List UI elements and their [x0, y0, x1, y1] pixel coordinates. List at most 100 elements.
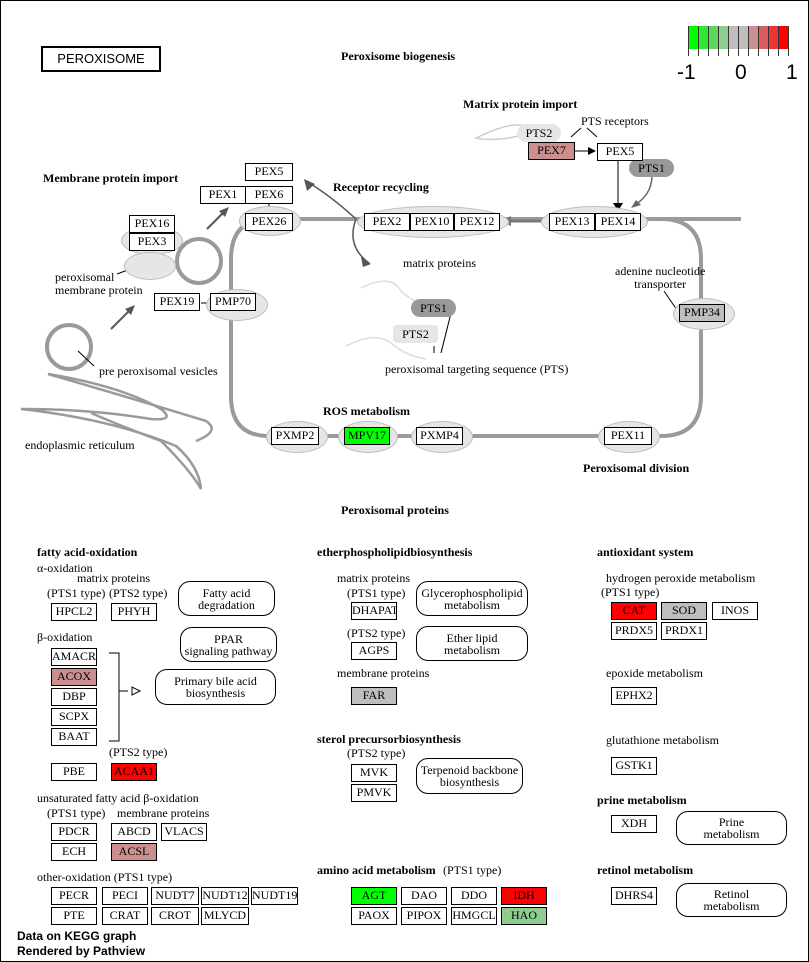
gene-pex14[interactable]: PEX14: [595, 213, 641, 231]
gene-pex6[interactable]: PEX6: [245, 186, 293, 204]
gene-pmvk[interactable]: PMVK: [351, 784, 397, 802]
legend-swatch: [718, 26, 728, 49]
gene-hmgcl[interactable]: HMGCL: [451, 907, 497, 925]
gene-pxmp2[interactable]: PXMP2: [271, 427, 319, 445]
label-pts1: (PTS1 type): [601, 585, 660, 599]
gene-hao[interactable]: HAO: [501, 907, 547, 925]
gene-pdcr[interactable]: PDCR: [51, 823, 97, 841]
pathway-map-link[interactable]: Glycerophospholipid metabolism: [416, 581, 528, 616]
gene-acaa1[interactable]: ACAA1: [111, 763, 157, 781]
pathway-map-link[interactable]: Ether lipid metabolism: [416, 626, 528, 661]
gene-paox[interactable]: PAOX: [351, 907, 397, 925]
gene-agt[interactable]: AGT: [351, 887, 397, 905]
membrane-protein-oval: [124, 252, 176, 280]
gene-inos[interactable]: INOS: [712, 602, 758, 620]
legend-swatch: [778, 26, 788, 49]
gene-pex3[interactable]: PEX3: [129, 233, 175, 251]
gene-crat[interactable]: CRAT: [102, 907, 148, 925]
pathway-map-link[interactable]: Retinol metabolism: [676, 883, 787, 917]
legend-tick: [688, 26, 689, 56]
gene-xdh[interactable]: XDH: [611, 815, 657, 833]
gene-prdx1[interactable]: PRDX1: [661, 622, 707, 640]
gene-pex12[interactable]: PEX12: [454, 213, 500, 231]
gene-vlacs[interactable]: VLACS: [161, 823, 207, 841]
gene-dao[interactable]: DAO: [401, 887, 447, 905]
pathway-map-link[interactable]: PPAR signaling pathway: [180, 627, 277, 662]
heading-ros: ROS metabolism: [323, 404, 410, 418]
gene-pecr[interactable]: PECR: [51, 887, 97, 905]
gene-ddo[interactable]: DDO: [451, 887, 497, 905]
gene-mlycd[interactable]: MLYCD: [201, 907, 249, 925]
heading-division: Peroxisomal division: [583, 461, 690, 475]
gene-pex13[interactable]: PEX13: [549, 213, 595, 231]
gene-pmp34[interactable]: PMP34: [679, 304, 725, 322]
gene-pex7[interactable]: PEX7: [528, 142, 575, 160]
gene-crot[interactable]: CROT: [151, 907, 199, 925]
label-glutathione: glutathione metabolism: [606, 733, 719, 747]
label-pts2: (PTS2 type): [347, 626, 406, 640]
gene-pex10[interactable]: PEX10: [410, 213, 454, 231]
gene-abcd[interactable]: ABCD: [111, 823, 157, 841]
gene-acox[interactable]: ACOX: [51, 668, 97, 686]
gene-far[interactable]: FAR: [351, 687, 397, 705]
gene-pex19[interactable]: PEX19: [154, 293, 200, 311]
gene-peci[interactable]: PECI: [102, 887, 148, 905]
gene-gstk1[interactable]: GSTK1: [611, 757, 657, 775]
legend-tick: [698, 26, 699, 56]
gene-pxmp4[interactable]: PXMP4: [416, 427, 463, 445]
gene-nudt12[interactable]: NUDT12: [201, 887, 249, 905]
gene-pex5[interactable]: PEX5: [245, 163, 293, 181]
gene-dhapat[interactable]: DHAPAT: [351, 602, 397, 620]
gene-pex16[interactable]: PEX16: [129, 215, 175, 233]
gene-prdx5[interactable]: PRDX5: [611, 622, 657, 640]
gene-pex5[interactable]: PEX5: [597, 143, 643, 161]
label-pts1: (PTS1 type): [47, 586, 106, 600]
gene-pipox[interactable]: PIPOX: [401, 907, 447, 925]
legend-swatch: [748, 26, 758, 49]
gene-sod[interactable]: SOD: [661, 602, 707, 620]
gene-nudt19[interactable]: NUDT19: [251, 887, 298, 905]
label-matrix-proteins: matrix proteins: [403, 256, 476, 270]
gene-dhrs4[interactable]: DHRS4: [611, 887, 657, 905]
pre-vesicle-circle: [45, 323, 93, 371]
gene-pex26[interactable]: PEX26: [245, 213, 293, 231]
gene-idh[interactable]: IDH: [501, 887, 547, 905]
pts2-signal: PTS2: [393, 325, 438, 343]
gene-agps[interactable]: AGPS: [351, 642, 397, 660]
gene-phyh[interactable]: PHYH: [111, 603, 157, 621]
gene-ech[interactable]: ECH: [51, 843, 97, 861]
legend-tick: [768, 26, 769, 56]
section-retinol-title: retinol metabolism: [597, 863, 694, 877]
gene-nudt7[interactable]: NUDT7: [151, 887, 199, 905]
gene-hpcl2[interactable]: HPCL2: [51, 603, 97, 621]
gene-pex11[interactable]: PEX11: [604, 427, 652, 445]
gene-acsl[interactable]: ACSL: [111, 843, 157, 861]
pts2-signal: PTS2: [517, 124, 561, 142]
gene-pex2[interactable]: PEX2: [364, 213, 410, 231]
gene-scpx[interactable]: SCPX: [51, 708, 97, 726]
gene-mvk[interactable]: MVK: [351, 764, 397, 782]
gene-baat[interactable]: BAAT: [51, 728, 97, 746]
gene-mpv17[interactable]: MPV17: [344, 427, 390, 445]
pathway-map-link[interactable]: Terpenoid backbone biosynthesis: [416, 758, 523, 794]
gene-amacr[interactable]: AMACR: [51, 648, 97, 666]
gene-ephx2[interactable]: EPHX2: [611, 687, 657, 705]
section-prine-title: prine metabolism: [597, 793, 687, 807]
gene-pte[interactable]: PTE: [51, 907, 97, 925]
legend-tick: [728, 26, 729, 56]
pathway-map-link[interactable]: Primary bile acid biosynthesis: [155, 669, 276, 705]
pathway-map-link[interactable]: Fatty acid degradation: [178, 581, 275, 616]
label-pts1b: (PTS1 type): [47, 806, 106, 820]
label-other: other-oxidation (PTS1 type): [37, 870, 173, 884]
gene-pex1[interactable]: PEX1: [200, 186, 246, 204]
gene-dbp[interactable]: DBP: [51, 688, 97, 706]
label-unsat: unsaturated fatty acid β-oxidation: [37, 791, 199, 805]
pathway-map-link[interactable]: Prine metabolism: [676, 811, 787, 845]
gene-pbe[interactable]: PBE: [51, 763, 97, 781]
legend-swatch: [688, 26, 698, 49]
label-epoxide: epoxide metabolism: [606, 666, 703, 680]
gene-cat[interactable]: CAT: [611, 602, 657, 620]
gene-pmp70[interactable]: PMP70: [210, 293, 256, 311]
